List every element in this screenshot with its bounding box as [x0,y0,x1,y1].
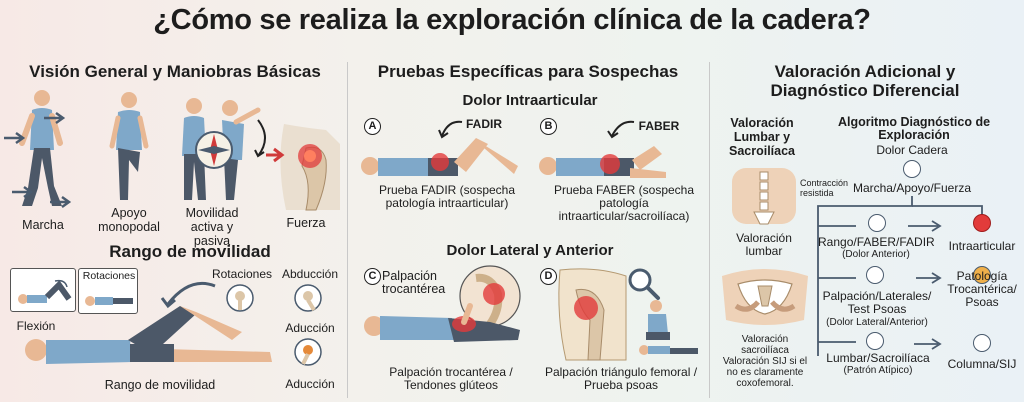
hip-joint-adduction-icon [294,338,322,366]
rotate-arrow-icon [254,119,266,158]
val-sacro-label: Valoración sacroilíaca Valoración SIJ si… [722,334,808,389]
walking-node-icon [903,160,921,178]
figure-label-apoyo: Apoyo monopodal [98,206,160,234]
abduccion-label: Abducción [281,267,339,281]
hip-joint-rotation-icon [226,284,254,312]
badge-a: A [364,118,381,135]
intra-heading: Dolor Intraarticular [462,92,598,109]
lumbar-sacro-label: Lumbar/Sacroilíaca [826,351,930,365]
rango-heading: Rango de movilidad [109,242,271,261]
trochanter-node-icon [973,266,991,284]
rotaciones-box-label: Rotaciones [82,270,136,282]
badge-c: C [364,268,381,285]
column-node-icon [973,334,991,352]
magnifier-icon [628,268,660,300]
supine-range-of-motion-illustration [25,306,272,364]
algorithm-connectors [817,196,983,356]
flexion-label: Flexión [16,319,56,333]
rango-faber-sub: (Dolor Anterior) [842,249,910,260]
rotation-person-icon [85,296,133,306]
col3-heading: Valoración Adicional y Diagnóstico Difer… [770,62,960,100]
column-divider-1 [347,62,348,398]
psoas-test-person-illustration [639,300,698,355]
aduccion-label-1: Aducción [285,321,335,335]
trochanter-tag: Palpación trocantérea [382,269,446,296]
trochanter-callout-circle [459,265,521,327]
fadir-caption: Prueba FADIR (sospecha patología intraar… [378,183,516,210]
aduccion-label-2: Aducción [285,377,335,391]
blood-drop-icon [973,214,991,232]
column-divider-2 [709,62,710,398]
figure-label-movilidad: Movilidad activa y pasiva [185,206,239,248]
hip-strength-illustration [280,124,340,211]
figure-label-marcha: Marcha [22,218,64,232]
flexion-person-icon [18,279,72,304]
hip-joint-abduction-icon [294,284,322,312]
compass-icon [195,131,233,169]
femoral-triangle-anatomy-illustration [558,268,627,361]
force-arrow-icon [266,147,285,163]
single-leg-stance-illustration [109,92,149,200]
sacroiliac-pelvis-illustration [722,269,808,325]
col2-heading: Pruebas Específicas para Sospechas [377,62,679,81]
lumbar-sacro-sub: (Patrón Atípico) [843,365,913,376]
contraccion-label: Contracción resistida [800,178,849,198]
rango-faber-label: Rango/FABER/FADIR [818,235,935,249]
figure-label-fuerza: Fuerza [286,216,326,230]
lumbar-heading: Valoración Lumbar y Sacroilíaca [728,116,795,158]
walk-arrow-icon [44,111,66,125]
palpacion-label: Palpación/Laterales/ Test Psoas [822,289,932,316]
fadir-tag: FADIR [466,117,502,131]
badge-b: B [540,118,557,135]
faber-tag: FABER [638,119,680,133]
patologia-label: Patología Trocantérica/ Psoas [947,269,1017,309]
badge-d: D [540,268,557,285]
large-arc-arrow-icon [160,281,216,309]
side-lying-palpation-illustration [364,303,520,342]
algo-heading: Algoritmo Diagnóstico de Exploración [837,115,991,142]
rango-caption: Rango de movilidad [104,378,216,392]
walk-arrow-icon [12,185,34,199]
columna-label: Columna/SIJ [947,357,1017,371]
palpacion-sub: (Dolor Lateral/Anterior) [826,317,928,328]
intraarticular-label: Intraarticular [948,239,1016,253]
val-lumbar-label: Valoración lumbar [736,231,792,258]
rotaciones-inset-box: Rotaciones [78,268,138,314]
faber-arrow-icon [607,120,635,139]
dolor-cadera-label: Dolor Cadera [876,143,948,157]
range-node-icon [868,214,886,232]
col1-heading: Visión General y Maniobras Básicas [29,62,321,81]
faber-test-illustration [539,146,666,178]
page-title: ¿Cómo se realiza la exploración clínica … [153,4,871,36]
femoral-caption: Palpación triángulo femoral / Prueba pso… [544,365,698,392]
fadir-arrow-icon [438,120,463,139]
rotaciones-label: Rotaciones [211,267,273,281]
walk-arrow-icon [50,195,72,209]
walk-arrow-icon [4,131,26,145]
palpation-node-icon [866,266,884,284]
spine-node-icon [866,332,884,350]
marcha-apoyo-label: Marcha/Apoyo/Fuerza [852,181,972,195]
trochanter-caption: Palpación trocantérea / Tendones glúteos [389,365,513,392]
lumbar-spine-illustration [732,168,796,225]
fadir-test-illustration [361,138,518,176]
flexion-inset-box [10,268,76,312]
faber-caption: Prueba FABER (sospecha patología intraar… [553,183,695,223]
lat-heading: Dolor Lateral y Anterior [446,242,614,259]
